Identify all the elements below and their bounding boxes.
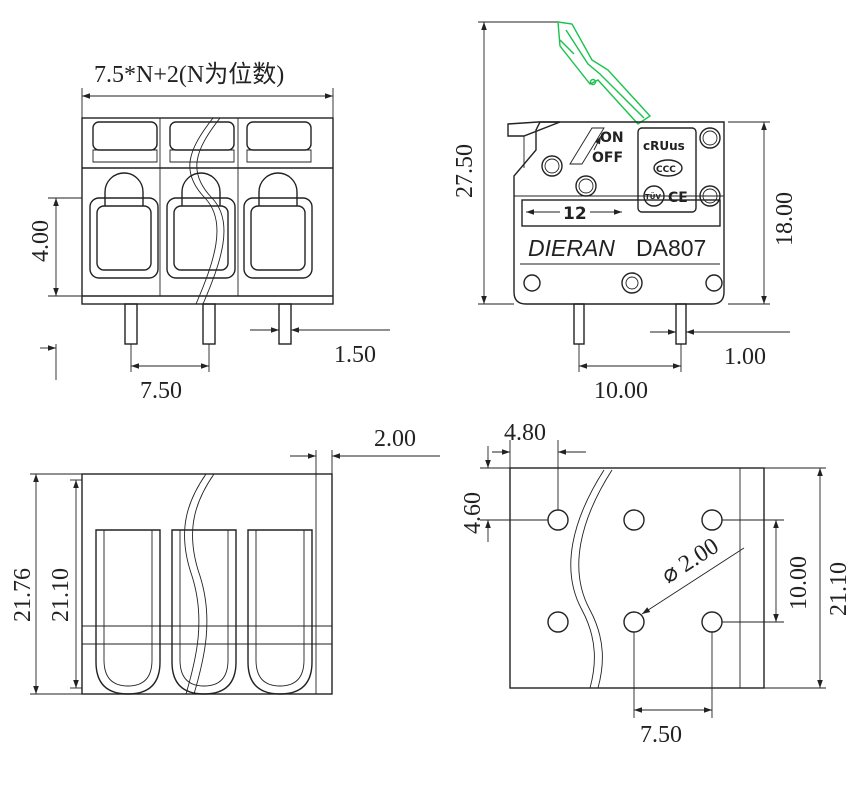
switch-off-label: OFF [592,150,623,166]
y-offset-label: 4.60 [460,492,486,534]
x-offset-label: 4.80 [504,420,546,446]
cert-ccc-mark: CCC [656,165,676,175]
cert-ce-mark: CE [668,190,688,206]
outer-depth-label: 21.76 [10,568,36,622]
brand-label: DIERAN [528,235,615,261]
front-pitch-label: 7.50 [140,378,182,404]
cert-tuv-mark: TÜV [645,192,661,201]
front-height-label: 4.00 [28,220,54,262]
model-label: DA807 [636,235,706,261]
total-height-label: 27.50 [452,144,478,198]
inner-depth-label: 21.10 [48,568,74,622]
bottom-view: 4.80 4.60 ⌀ 2.00 10.00 21.10 7.50 [460,420,852,748]
front-view: 7.5*N+2(N为位数) [28,61,390,404]
side-pin-label: 1.00 [724,344,766,370]
body-height-label: 18.00 [772,192,798,246]
top-view: 2.00 21.76 21.10 [10,426,440,695]
switch-on-label: ON [600,130,624,146]
row-spacing-label: 10.00 [786,556,812,610]
side-view: 27.50 18.00 ON OFF cRUu [452,21,798,404]
pin-pitch-label: 10.00 [594,378,648,404]
bottom-pitch-label: 7.50 [640,722,682,748]
offset-label: 2.00 [374,426,416,452]
width-formula-label: 7.5*N+2(N为位数) [94,61,284,88]
bottom-depth-label: 21.10 [826,562,852,616]
wire-length-label: 12 [563,204,587,224]
front-pin-label: 1.50 [334,342,376,368]
cert-ul-mark: cRUus [643,139,685,153]
hole-diameter-label: ⌀ 2.00 [657,533,724,589]
